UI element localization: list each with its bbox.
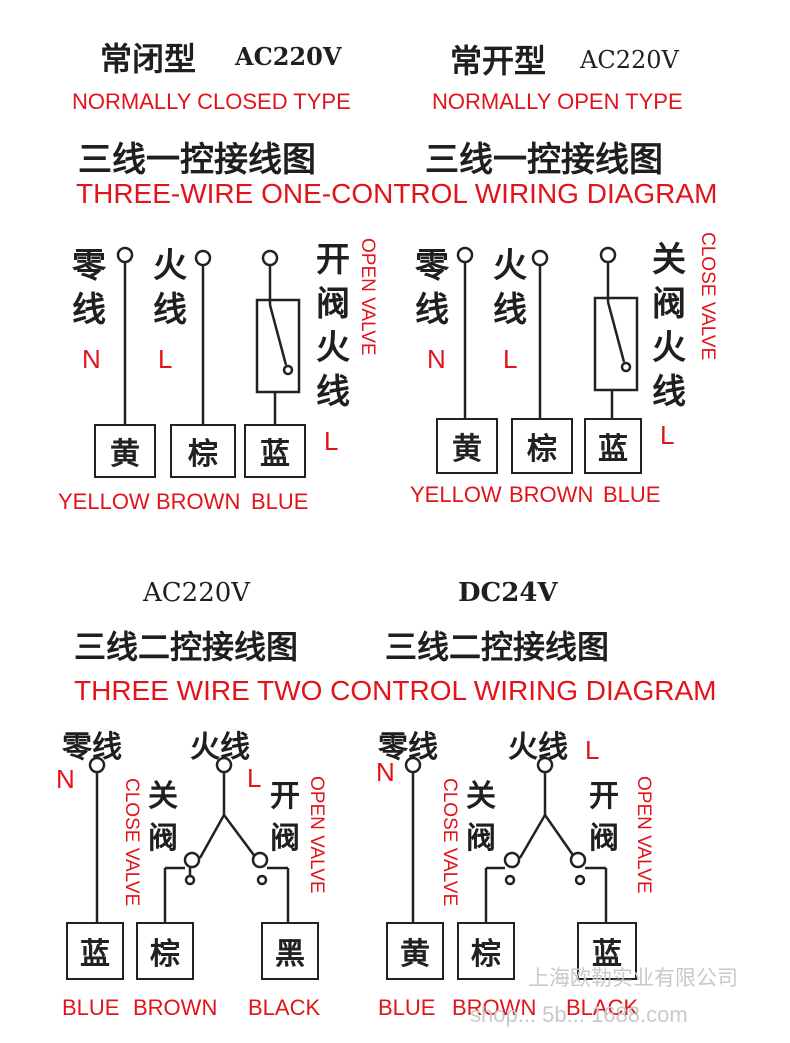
label-close-cn-bl: 关 阀 bbox=[148, 779, 178, 856]
label-yellow-tl: YELLOW bbox=[58, 489, 150, 514]
voltage-normally-open: AC220V bbox=[580, 46, 679, 74]
label-n-tl: N bbox=[82, 344, 101, 374]
label-open-valve-br: OPEN VALVE bbox=[633, 776, 654, 894]
wire-box-yellow-tr: 黄 bbox=[436, 418, 498, 474]
label-valve-live-tr: 关 阀 火 线 bbox=[652, 240, 686, 412]
label-neutral-br: 零线 bbox=[378, 730, 438, 765]
terminal-neutral-tr bbox=[456, 246, 474, 264]
label-box3-br: BLACK bbox=[566, 995, 639, 1020]
label-live-tl: 火 线 bbox=[153, 246, 187, 330]
wire-box-2-bl: 棕 bbox=[136, 922, 194, 980]
label-n-bl: N bbox=[56, 764, 75, 794]
label-live-br: 火线 bbox=[508, 730, 568, 765]
wiring-title-two-control-right-cn: 三线二控接线图 bbox=[385, 628, 610, 666]
terminal-valve-tr bbox=[599, 246, 617, 264]
wire-box-2-br: 棕 bbox=[457, 922, 515, 980]
label-l2-tl: L bbox=[324, 426, 339, 456]
label-blue-tl: BLUE bbox=[251, 489, 309, 514]
heading-two-control-en: THREE WIRE TWO CONTROL WIRING DIAGRAM bbox=[74, 675, 717, 706]
label-close-cn-br: 关 阀 bbox=[466, 779, 496, 856]
label-l-tl: L bbox=[158, 344, 173, 374]
label-close-valve-tr: CLOSE VALVE bbox=[697, 232, 718, 361]
label-neutral-bl: 零线 bbox=[62, 730, 122, 765]
label-yellow-tr: YELLOW bbox=[410, 482, 502, 507]
title-normally-open-cn: 常开型 bbox=[450, 42, 547, 80]
terminal-live-tl bbox=[194, 249, 212, 267]
label-live-bl: 火线 bbox=[190, 730, 250, 765]
wire-box-3-bl: 黑 bbox=[261, 922, 319, 980]
title-normally-open-en: NORMALLY OPEN TYPE bbox=[432, 89, 683, 114]
label-l-bl: L bbox=[247, 763, 262, 793]
label-box2-bl: BROWN bbox=[133, 995, 218, 1020]
label-l-br: L bbox=[585, 735, 600, 765]
wire-box-blue-tr: 蓝 bbox=[584, 418, 642, 474]
wire-box-1-br: 黄 bbox=[386, 922, 444, 980]
label-live-tr: 火 线 bbox=[493, 246, 527, 330]
wire-box-brown-tl: 棕 bbox=[170, 424, 236, 478]
wiring-title-right-cn: 三线一控接线图 bbox=[425, 140, 663, 180]
label-n-tr: N bbox=[427, 344, 446, 374]
label-open-cn-bl: 开 阀 bbox=[270, 779, 300, 856]
label-brown-tl: BROWN bbox=[156, 489, 241, 514]
label-open-cn-br: 开 阀 bbox=[589, 779, 619, 856]
label-l-tr: L bbox=[503, 344, 518, 374]
label-box1-bl: BLUE bbox=[62, 995, 120, 1020]
voltage-two-control-left: AC220V bbox=[143, 578, 251, 608]
voltage-two-control-right: DC24V bbox=[458, 578, 558, 608]
title-normally-closed-en: NORMALLY CLOSED TYPE bbox=[72, 89, 351, 114]
switch-frame-tr bbox=[593, 296, 639, 392]
label-open-valve-tl: OPEN VALVE bbox=[357, 238, 378, 356]
wire-box-1-bl: 蓝 bbox=[66, 922, 124, 980]
wiring-title-left-cn: 三线一控接线图 bbox=[78, 140, 316, 180]
label-l2-tr: L bbox=[660, 420, 675, 450]
label-blue-tr: BLUE bbox=[603, 482, 661, 507]
terminal-valve-tl bbox=[261, 249, 279, 267]
label-box3-bl: BLACK bbox=[248, 995, 321, 1020]
label-open-valve-bl: OPEN VALVE bbox=[306, 776, 327, 894]
watermark-company: 上海欧勒实业有限公司 bbox=[528, 967, 738, 990]
voltage-normally-closed: AC220V bbox=[235, 42, 342, 71]
terminal-live-tr bbox=[531, 249, 549, 267]
label-n-br: N bbox=[376, 757, 395, 787]
wire-box-blue-tl: 蓝 bbox=[244, 424, 306, 478]
title-normally-closed-cn: 常闭型 bbox=[100, 40, 197, 78]
wire-box-3-br: 蓝 bbox=[577, 922, 637, 980]
label-brown-tr: BROWN bbox=[509, 482, 594, 507]
wire-box-yellow-tl: 黄 bbox=[94, 424, 156, 478]
wire-box-brown-tr: 棕 bbox=[511, 418, 573, 474]
label-neutral-tr: 零 线 bbox=[415, 246, 449, 330]
wiring-title-two-control-left-cn: 三线二控接线图 bbox=[74, 628, 299, 666]
label-neutral-tl: 零 线 bbox=[72, 246, 106, 330]
terminal-neutral-tl bbox=[116, 246, 134, 264]
switch-frame-tl bbox=[255, 298, 301, 394]
heading-one-control-en: THREE-WIRE ONE-CONTROL WIRING DIAGRAM bbox=[76, 178, 718, 209]
label-close-valve-bl: CLOSE VALVE bbox=[121, 778, 142, 907]
watermark-url: shop... 5b... 1688.com bbox=[470, 1002, 688, 1027]
label-box1-br: BLUE bbox=[378, 995, 436, 1020]
label-valve-live-tl: 开 阀 火 线 bbox=[316, 240, 350, 412]
label-close-valve-br: CLOSE VALVE bbox=[439, 778, 460, 907]
label-box2-br: BROWN bbox=[452, 995, 537, 1020]
